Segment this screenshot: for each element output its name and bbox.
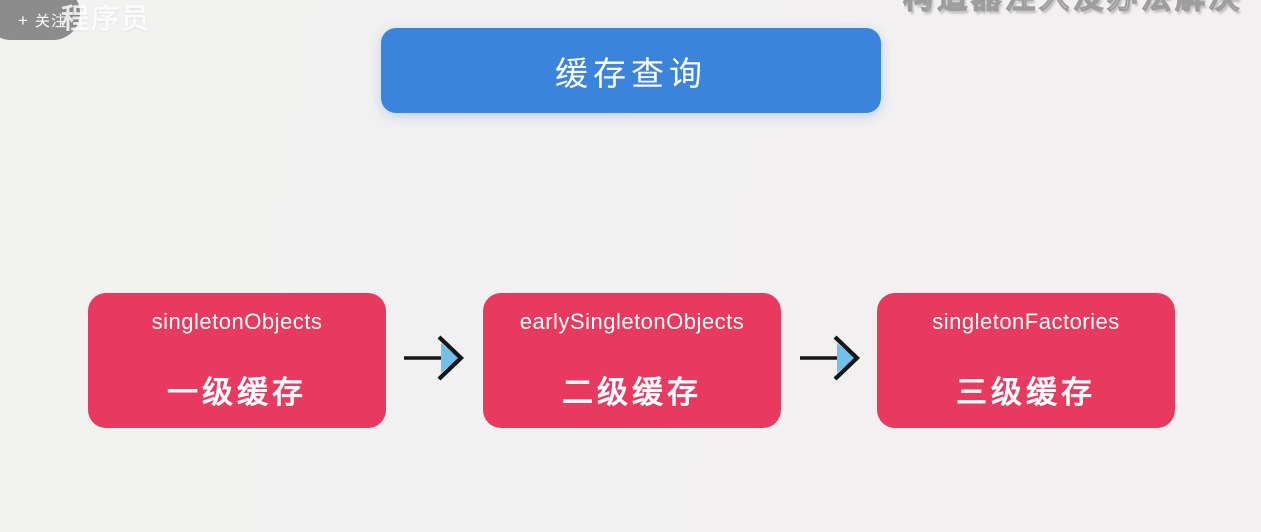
follow-button[interactable]: + 关注 <box>0 0 80 40</box>
level2-cache-box: earlySingletonObjects 二级缓存 <box>483 293 781 428</box>
level3-cache-box: singletonFactories 三级缓存 <box>877 293 1175 428</box>
plus-icon: + <box>18 11 29 30</box>
level3-cache-caption: 三级缓存 <box>956 375 1096 410</box>
level3-cache-name: singletonFactories <box>932 309 1120 334</box>
cache-query-header: 缓存查询 <box>381 28 881 113</box>
level2-cache-caption: 二级缓存 <box>562 375 702 410</box>
level1-cache-caption: 一级缓存 <box>167 375 307 410</box>
cropped-video-title-text: 构造器注入没办法解决 <box>903 0 1261 14</box>
cache-query-label: 缓存查询 <box>555 54 707 92</box>
cropped-video-title: 构造器注入没办法解决 <box>903 0 1261 17</box>
level2-cache-name: earlySingletonObjects <box>519 309 745 334</box>
level1-cache-name: singletonObjects <box>151 309 323 334</box>
level1-cache-box: singletonObjects 一级缓存 <box>88 293 386 428</box>
arrow-right-icon <box>404 335 465 381</box>
uploader-watermark: 程序员 <box>61 3 152 34</box>
follow-button-label: 关注 <box>34 13 67 30</box>
arrow-right-icon <box>800 335 861 381</box>
